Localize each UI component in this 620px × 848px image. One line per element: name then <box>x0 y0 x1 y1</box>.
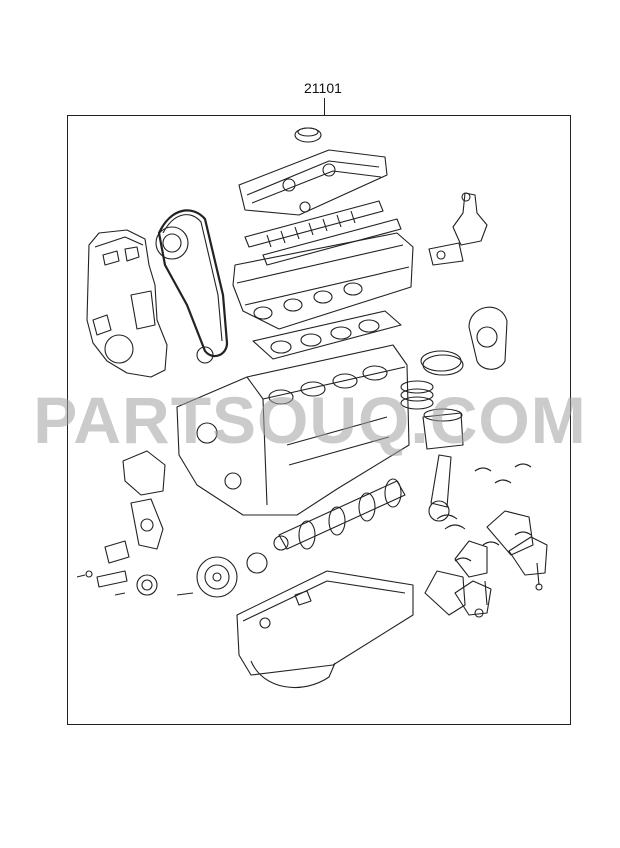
valve-cover <box>238 127 388 216</box>
crankshaft <box>273 478 406 551</box>
crankshaft-pulley <box>176 552 268 598</box>
part-number-label: 21101 <box>304 80 342 96</box>
piston-and-rod <box>422 408 464 522</box>
engine-assembly-drawing <box>76 127 548 689</box>
piston-rings <box>400 350 464 410</box>
timing-belt-cover <box>86 229 168 378</box>
rear-seal-cover <box>468 306 508 370</box>
head-gasket <box>252 310 402 360</box>
cylinder-head <box>232 232 414 330</box>
bearing-bolts <box>474 562 543 618</box>
part-number-leader-line <box>324 98 325 116</box>
oil-pan <box>236 570 414 689</box>
water-pump <box>428 192 488 266</box>
engine-block <box>176 344 410 516</box>
diagram-frame <box>67 115 571 725</box>
camshafts <box>244 200 402 266</box>
left-fasteners <box>76 570 158 596</box>
main-bearing-caps <box>424 510 548 616</box>
timing-belt <box>155 209 229 364</box>
engine-brackets <box>104 450 166 564</box>
